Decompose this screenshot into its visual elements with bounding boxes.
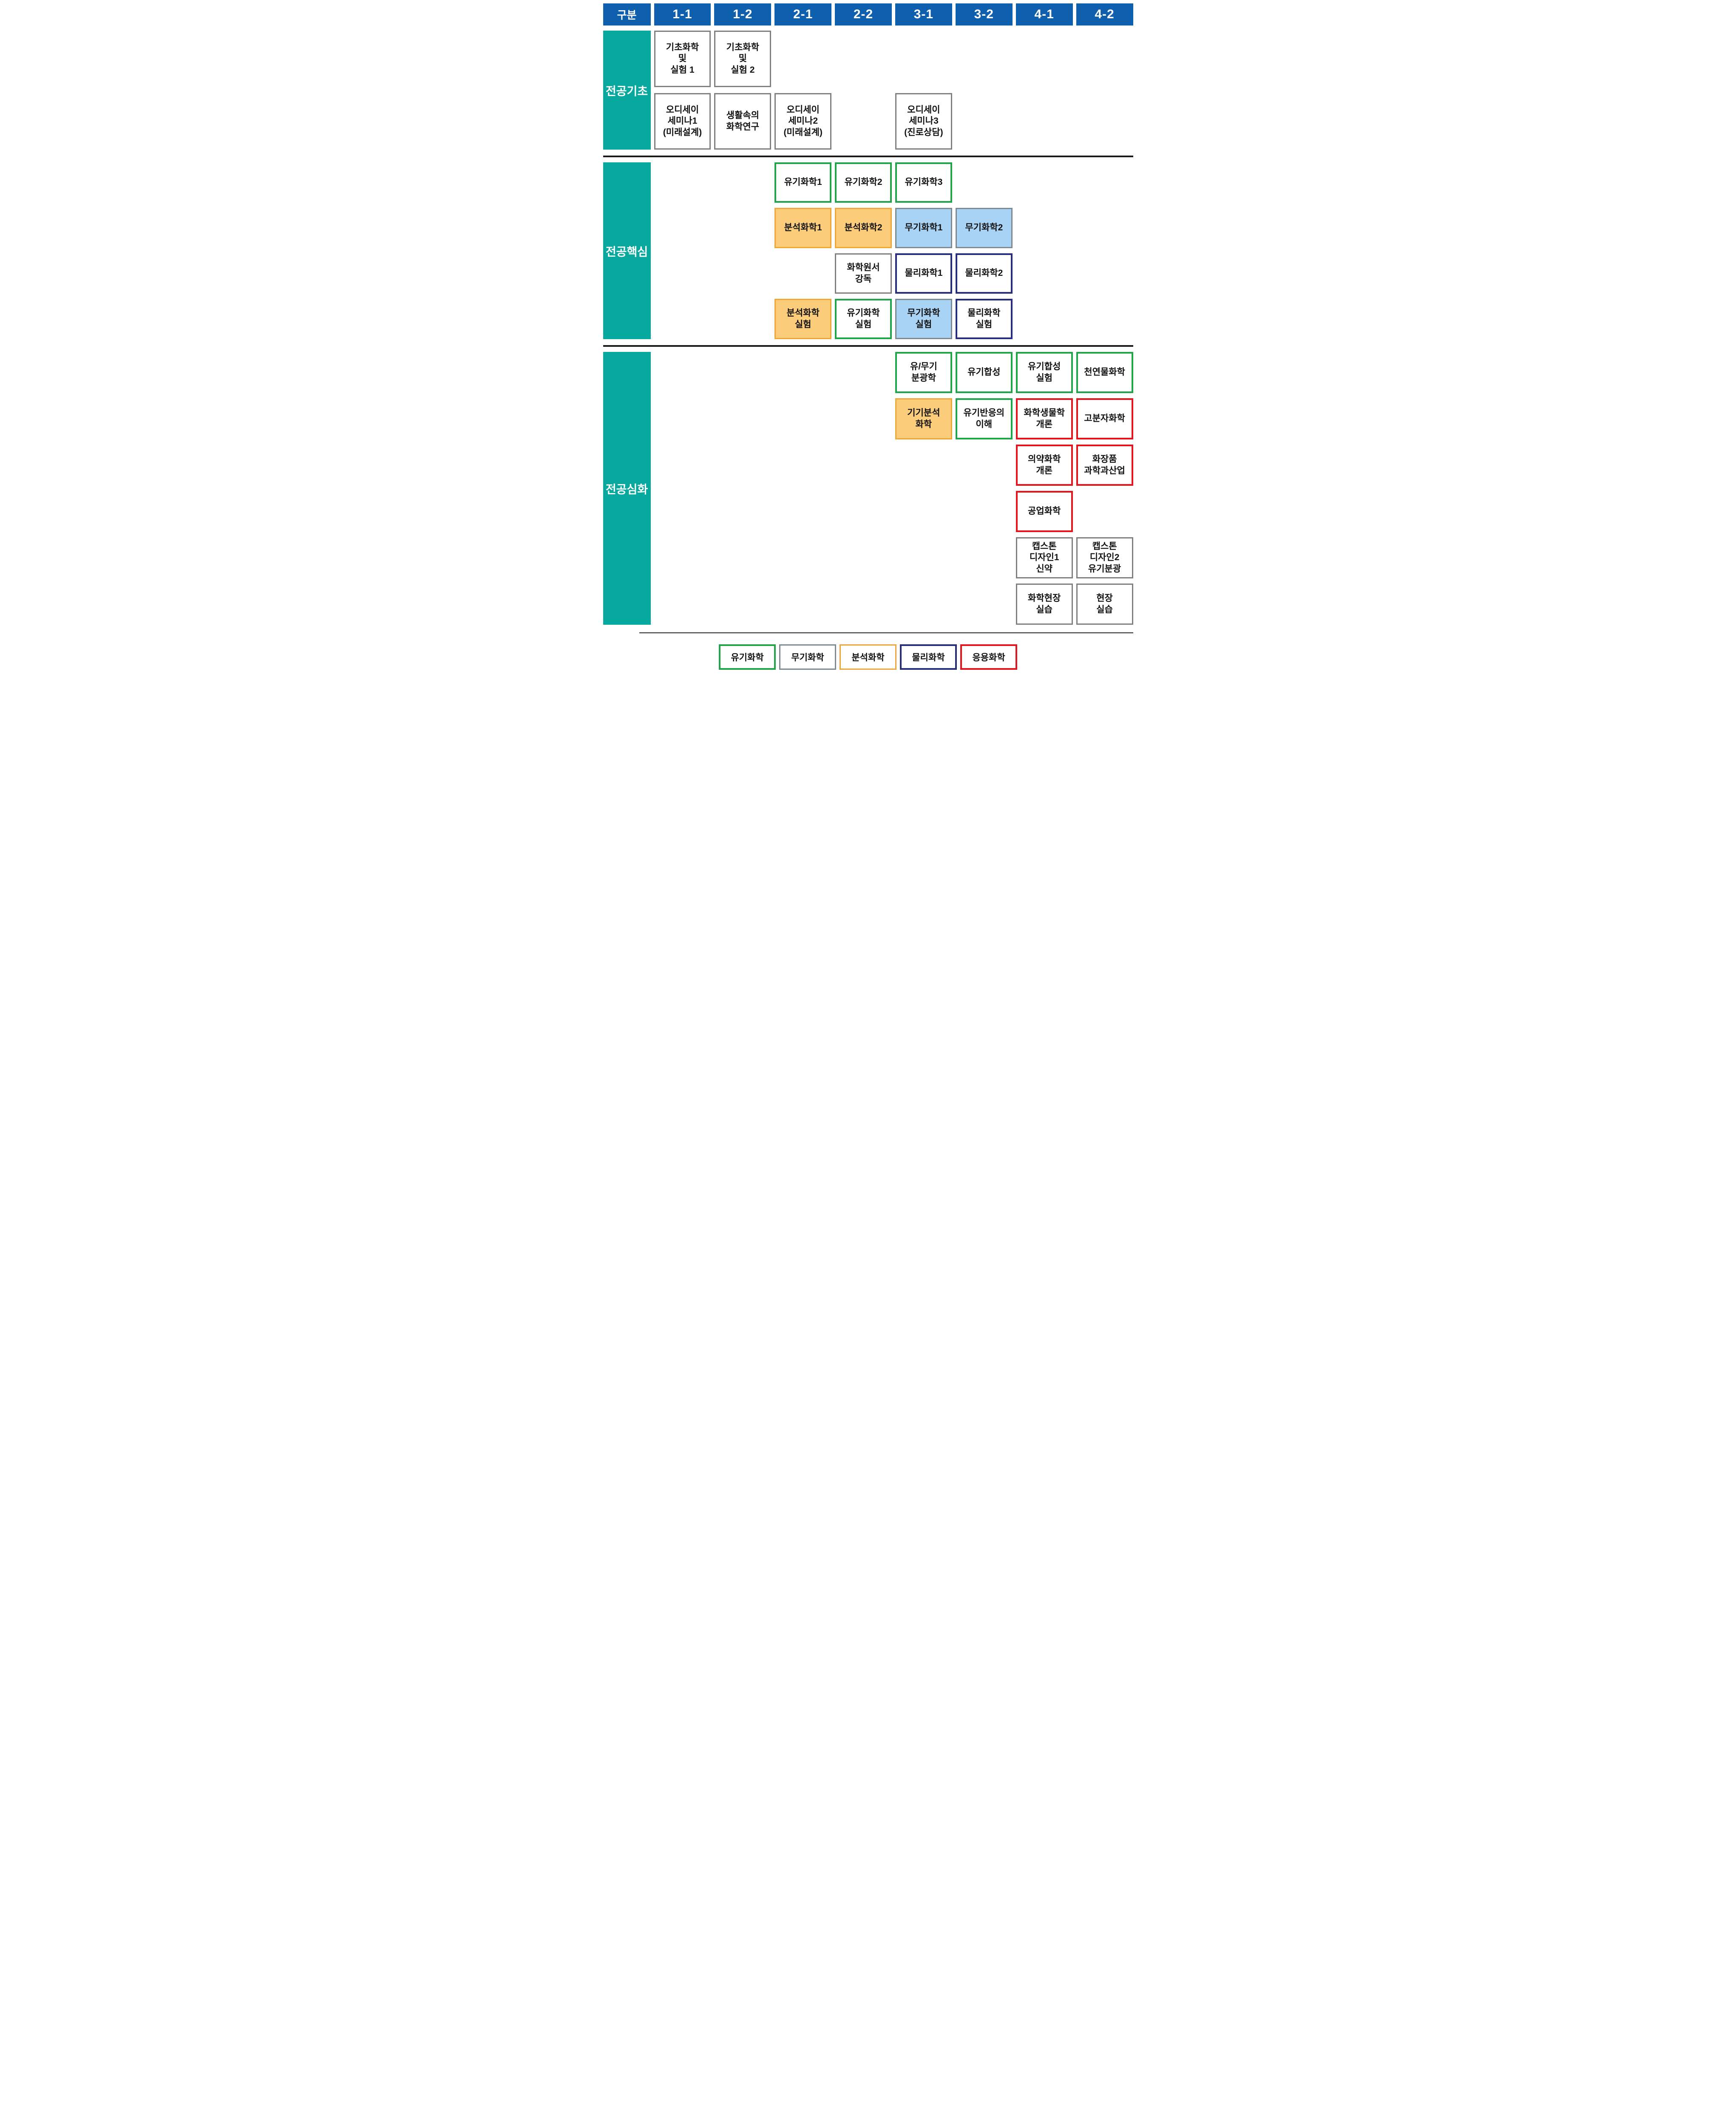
section-divider xyxy=(603,156,1133,157)
course-box: 캡스톤 디자인2 유기분광 xyxy=(1076,537,1133,578)
legend-divider xyxy=(639,632,1133,633)
course-box: 유기합성 실험 xyxy=(1016,352,1073,393)
course-box: 고분자화학 xyxy=(1076,398,1133,439)
legend-box: 응용화학 xyxy=(960,644,1017,670)
header-cell-semester: 1-2 xyxy=(714,3,772,26)
course-box: 유기화학1 xyxy=(774,162,832,203)
course-box: 무기화학1 xyxy=(895,208,952,248)
course-box: 유기화학2 xyxy=(835,162,892,203)
course-box: 물리화학1 xyxy=(895,253,952,294)
course-box: 오디세이 세미나3 (진로상담) xyxy=(895,93,952,150)
header-cell-category: 구분 xyxy=(603,3,651,26)
course-box: 물리화학2 xyxy=(955,253,1013,294)
legend-box: 유기화학 xyxy=(719,644,776,670)
course-box: 유기화학 실험 xyxy=(835,299,892,339)
section-label: 전공심화 xyxy=(603,352,651,625)
course-box: 의약화학 개론 xyxy=(1016,445,1073,486)
course-box: 유기합성 xyxy=(955,352,1013,393)
course-box: 화학원서 강독 xyxy=(835,253,892,294)
section-label: 전공기초 xyxy=(603,31,651,150)
section-label: 전공핵심 xyxy=(603,162,651,339)
course-box: 천연물화학 xyxy=(1076,352,1133,393)
header-cell-semester: 1-1 xyxy=(654,3,711,26)
course-box: 무기화학2 xyxy=(955,208,1013,248)
header-cell-semester: 2-2 xyxy=(835,3,892,26)
course-box: 기초화학 및 실험 2 xyxy=(714,31,772,87)
course-box: 분석화학2 xyxy=(835,208,892,248)
legend-box: 무기화학 xyxy=(779,644,836,670)
course-box: 화학현장 실습 xyxy=(1016,584,1073,625)
course-box: 현장 실습 xyxy=(1076,584,1133,625)
course-box: 물리화학 실험 xyxy=(955,299,1013,339)
header-cell-semester: 2-1 xyxy=(774,3,832,26)
course-box: 오디세이 세미나2 (미래설계) xyxy=(774,93,832,150)
header-cell-semester: 3-1 xyxy=(895,3,952,26)
course-box: 오디세이 세미나1 (미래설계) xyxy=(654,93,711,150)
header-cell-semester: 3-2 xyxy=(955,3,1013,26)
course-box: 분석화학 실험 xyxy=(774,299,832,339)
course-box: 기기분석 화학 xyxy=(895,398,952,439)
course-box: 유기화학3 xyxy=(895,162,952,203)
course-box: 공업화학 xyxy=(1016,491,1073,532)
course-box: 기초화학 및 실험 1 xyxy=(654,31,711,87)
course-box: 무기화학 실험 xyxy=(895,299,952,339)
course-box: 분석화학1 xyxy=(774,208,832,248)
legend-box: 물리화학 xyxy=(900,644,957,670)
course-box: 화장품 과학과산업 xyxy=(1076,445,1133,486)
legend-box: 분석화학 xyxy=(840,644,896,670)
header-cell-semester: 4-2 xyxy=(1076,3,1133,26)
course-box: 캡스톤 디자인1 신약 xyxy=(1016,537,1073,578)
course-box: 유/무기 분광학 xyxy=(895,352,952,393)
course-box: 생활속의 화학연구 xyxy=(714,93,772,150)
course-box: 화학생물학 개론 xyxy=(1016,398,1073,439)
section-divider xyxy=(603,345,1133,347)
course-box: 유기반응의 이해 xyxy=(955,398,1013,439)
header-cell-semester: 4-1 xyxy=(1016,3,1073,26)
